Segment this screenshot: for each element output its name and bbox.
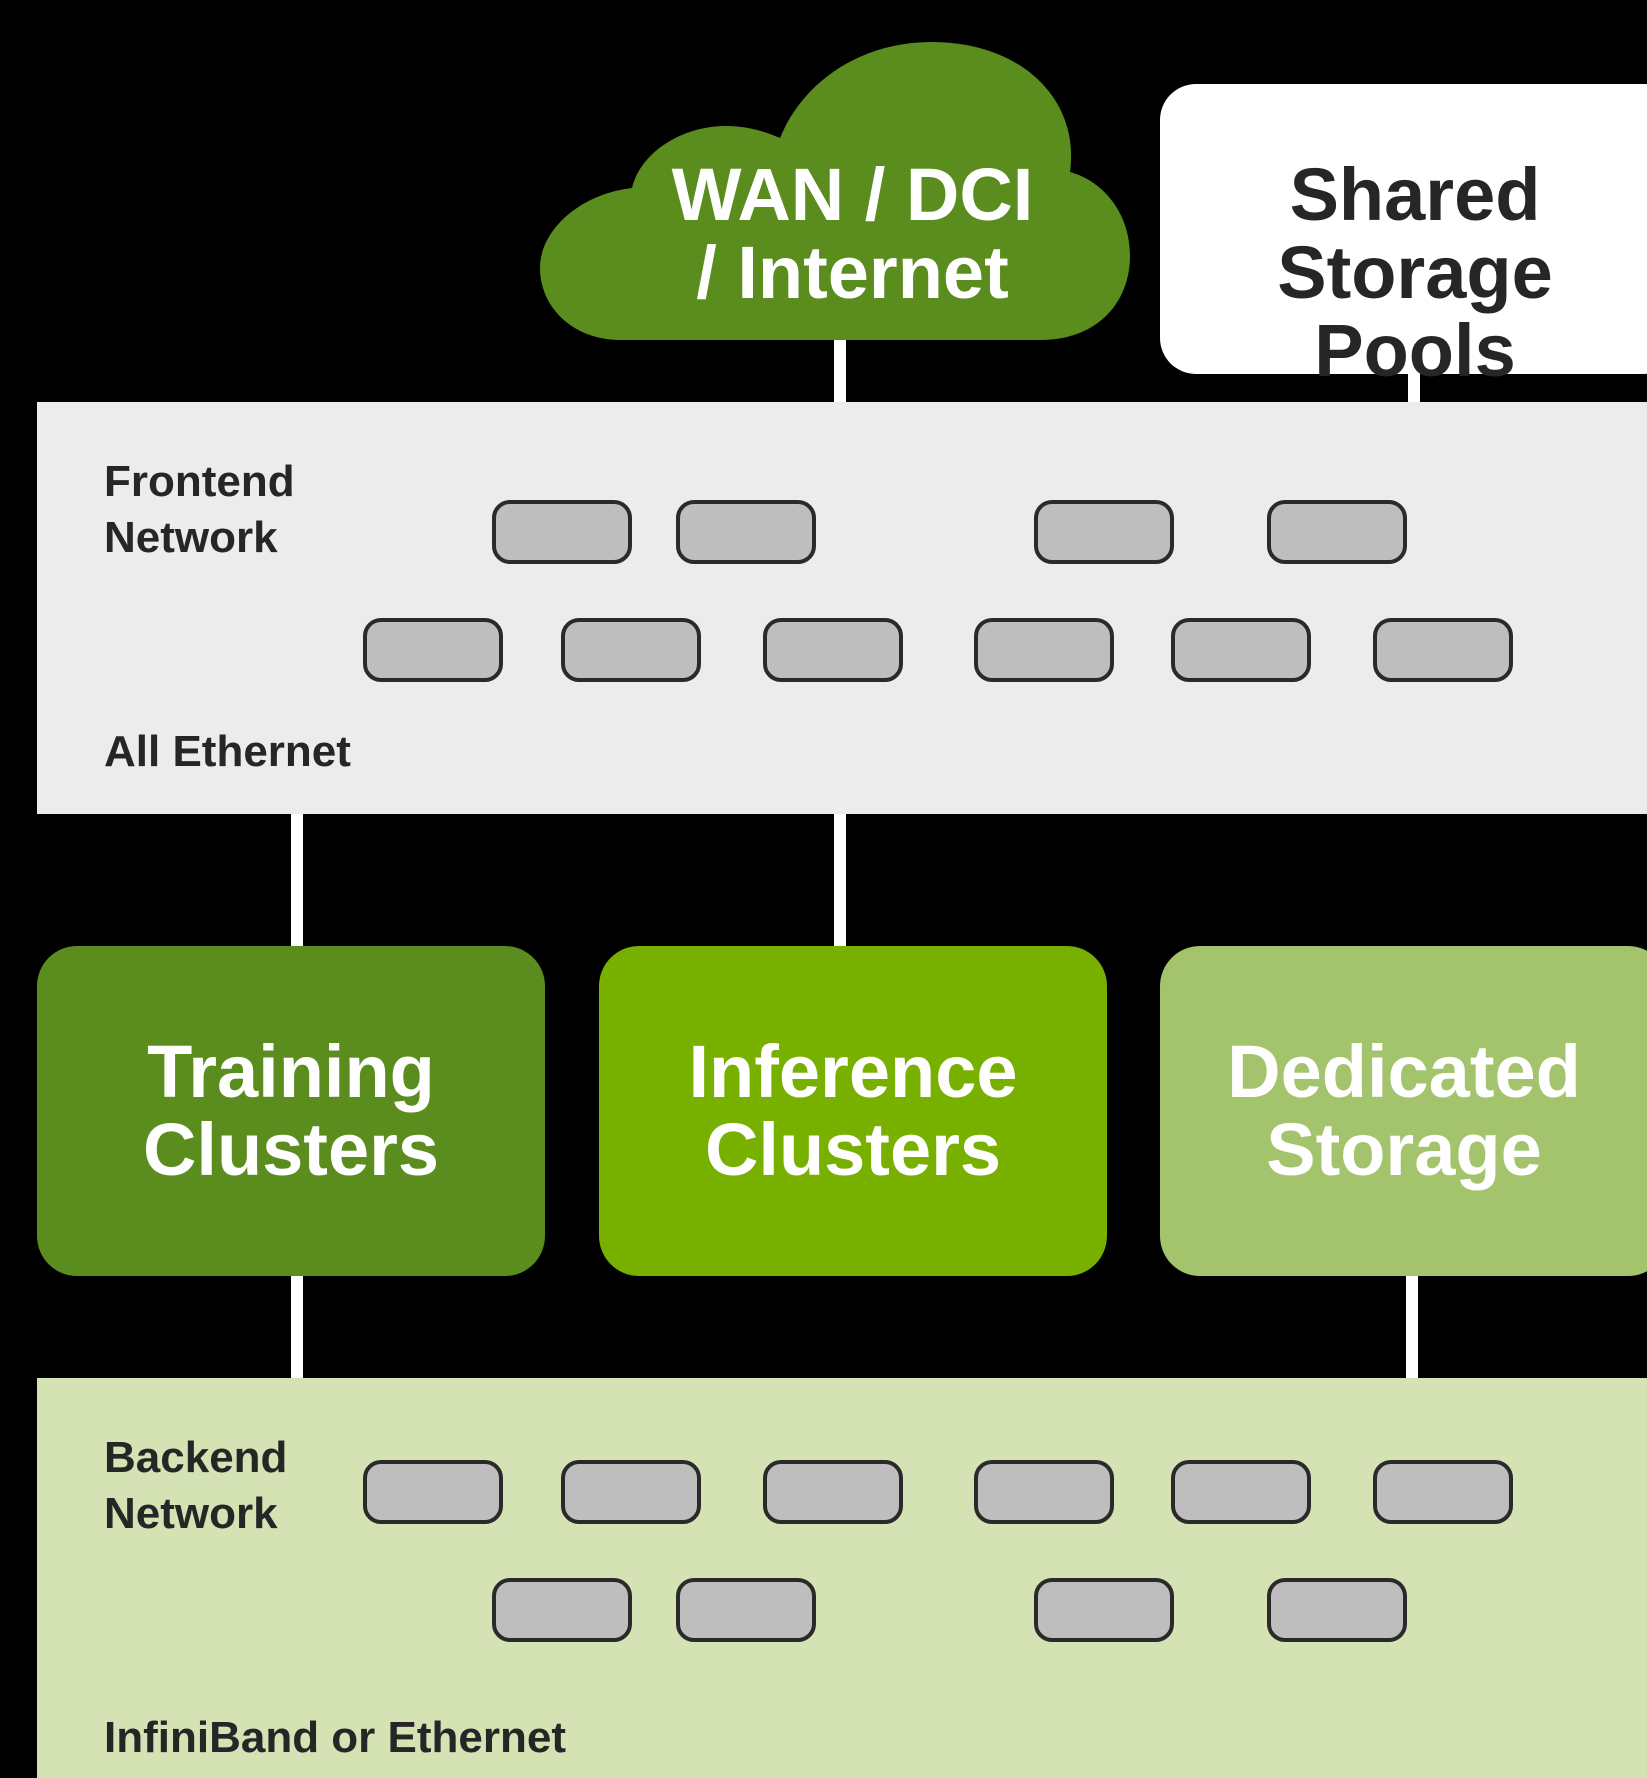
dedicated-storage-box: Dedicated Storage <box>1160 946 1647 1276</box>
backend-switch <box>363 1460 503 1524</box>
frontend-switch <box>763 618 903 682</box>
link-dedicated-storage-to-backend <box>1406 1276 1418 1378</box>
frontend-network-subtitle: All Ethernet <box>104 727 351 776</box>
link-cloud-to-frontend <box>834 330 846 402</box>
link-storage-pools-to-frontend <box>1408 370 1420 402</box>
cloud-label: WAN / DCI / Internet <box>620 156 1085 312</box>
backend-title-line2: Network <box>104 1489 278 1538</box>
frontend-switch <box>1267 500 1407 564</box>
frontend-switch <box>1171 618 1311 682</box>
dedicated-storage-label: Dedicated Storage <box>1227 1033 1581 1189</box>
training-clusters-label: Training Clusters <box>143 1033 439 1189</box>
link-frontend-to-inference <box>834 814 846 946</box>
training-clusters-box: Training Clusters <box>37 946 545 1276</box>
cloud-label-line2: / Internet <box>696 231 1009 314</box>
backend-switch <box>676 1578 816 1642</box>
shared-storage-pools-box <box>1160 84 1647 374</box>
inference-line1: Inference <box>688 1030 1018 1113</box>
backend-network-title: Backend Network <box>104 1430 287 1542</box>
frontend-switch <box>676 500 816 564</box>
link-frontend-to-training <box>291 814 303 946</box>
training-line2: Clusters <box>142 1108 440 1191</box>
inference-line2: Clusters <box>704 1108 1002 1191</box>
cloud-label-line1: WAN / DCI <box>671 153 1034 236</box>
backend-switch <box>1034 1578 1174 1642</box>
frontend-switch <box>974 618 1114 682</box>
backend-switch <box>763 1460 903 1524</box>
frontend-title-line1: Frontend <box>104 457 295 506</box>
backend-network-subtitle: InfiniBand or Ethernet <box>104 1713 566 1762</box>
backend-switch <box>1373 1460 1513 1524</box>
shared-storage-line2: Storage Pools <box>1277 231 1553 392</box>
backend-title-line1: Backend <box>104 1433 288 1482</box>
dedicated-line2: Storage <box>1266 1108 1542 1191</box>
training-line1: Training <box>147 1030 435 1113</box>
frontend-network-title: Frontend Network <box>104 454 295 566</box>
frontend-title-line2: Network <box>104 513 278 562</box>
shared-storage-pools-label: Shared Storage Pools <box>1175 156 1647 390</box>
inference-clusters-label: Inference Clusters <box>688 1033 1017 1189</box>
cloud-icon <box>540 42 1130 340</box>
frontend-switch <box>363 618 503 682</box>
backend-switch <box>492 1578 632 1642</box>
link-training-to-backend <box>291 1276 303 1378</box>
frontend-switch <box>492 500 632 564</box>
frontend-network-panel <box>37 402 1647 814</box>
backend-switch <box>561 1460 701 1524</box>
backend-switch <box>1171 1460 1311 1524</box>
frontend-switch <box>561 618 701 682</box>
backend-switch <box>974 1460 1114 1524</box>
backend-switch <box>1267 1578 1407 1642</box>
shared-storage-line1: Shared <box>1289 153 1541 236</box>
inference-clusters-box: Inference Clusters <box>599 946 1107 1276</box>
frontend-switch <box>1373 618 1513 682</box>
dedicated-line1: Dedicated <box>1227 1030 1581 1113</box>
frontend-switch <box>1034 500 1174 564</box>
